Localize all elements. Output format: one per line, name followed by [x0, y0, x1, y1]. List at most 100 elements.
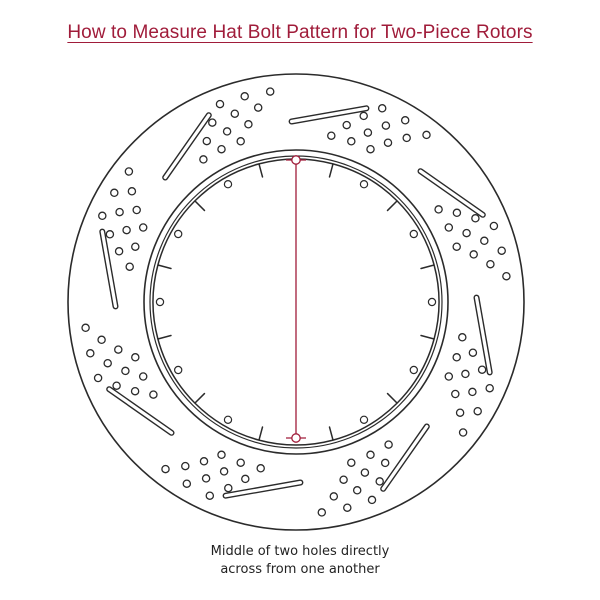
drill-hole [236, 137, 245, 146]
drill-hole [384, 440, 393, 449]
drill-hole [400, 116, 410, 125]
slot-inner [107, 387, 174, 435]
drill-hole [217, 450, 226, 460]
drill-hole [471, 214, 480, 223]
drill-hole [131, 242, 140, 251]
drill-hole [473, 406, 482, 416]
drill-hole [86, 349, 95, 358]
drill-hole [477, 365, 487, 374]
drill-hole [359, 111, 368, 121]
drill-hole [138, 223, 148, 232]
drill-hole [149, 390, 158, 399]
drill-hole [224, 483, 233, 493]
drill-hole [132, 205, 141, 215]
slots [99, 105, 493, 499]
drill-hole [434, 205, 443, 214]
drill-hole [201, 474, 211, 483]
drill-hole [489, 221, 499, 231]
hat-bolt-hole [223, 415, 233, 424]
drill-hole [222, 127, 232, 136]
drill-hole [112, 381, 121, 390]
drill-hole [360, 468, 370, 477]
drill-hole [161, 464, 170, 474]
measure-hole-bottom [291, 433, 301, 443]
caption-line-1: Middle of two holes directly [210, 544, 390, 559]
drill-hole [366, 450, 375, 460]
hat-bolt-hole [409, 365, 418, 375]
drill-hole [497, 246, 506, 255]
drill-hole [342, 120, 351, 130]
drill-hole [182, 479, 192, 488]
hat-bolt-hole [359, 179, 369, 189]
drill-hole [422, 130, 431, 140]
drill-hole [122, 225, 131, 235]
drill-hole [241, 474, 250, 484]
drill-hole [131, 353, 140, 362]
slot-inner [100, 230, 118, 308]
drill-hole [240, 92, 249, 101]
drill-hole [347, 137, 356, 146]
drill-hole [124, 167, 134, 176]
drill-hole [205, 491, 215, 500]
drill-hole [380, 458, 390, 468]
drill-hole [343, 503, 352, 512]
drill-hole [199, 457, 209, 466]
drill-hole [329, 492, 339, 501]
drill-hole [367, 495, 377, 505]
diagram-caption: Middle of two holes directly across from… [0, 543, 600, 579]
hat-bolt-hole [223, 179, 233, 189]
slot-inner [224, 480, 302, 498]
drill-hole [455, 408, 465, 417]
drill-hole [110, 188, 119, 198]
drill-hole [452, 242, 461, 251]
drill-hole [468, 387, 477, 397]
hat-scalloped-outline [152, 158, 440, 446]
measure-hole-top [291, 155, 301, 165]
drill-hole [444, 372, 454, 381]
drill-hole [230, 109, 240, 118]
hat-bolt-holes [155, 179, 437, 424]
drill-hole [461, 369, 470, 379]
slot-inner [418, 169, 485, 217]
rotor-inner-edge [143, 149, 449, 455]
drill-hole [451, 389, 460, 399]
drill-hole [377, 104, 387, 113]
drill-hole [130, 386, 140, 396]
drill-hole [138, 372, 148, 381]
drill-hole [81, 323, 90, 333]
hat-bolt-hole [173, 229, 183, 239]
drill-hole [265, 87, 275, 96]
drill-hole [93, 373, 103, 383]
drill-hole [236, 458, 245, 467]
drill-hole [244, 120, 253, 129]
drill-hole [462, 228, 471, 238]
drill-hole [208, 118, 217, 127]
hat-bolt-hole [359, 415, 369, 424]
drill-hole [452, 208, 462, 218]
drill-hole [202, 136, 212, 146]
drill-hole [468, 348, 478, 357]
caption-line-2: across from one another [220, 562, 380, 577]
drill-hole [363, 128, 373, 137]
drill-hole [114, 345, 123, 354]
drill-hole [444, 223, 454, 232]
drill-hole [327, 131, 336, 140]
rotor-outer-edge [67, 73, 525, 531]
drill-hole [383, 138, 393, 147]
drill-hole [317, 508, 327, 517]
diagram-title: How to Measure Hat Bolt Pattern for Two-… [67, 22, 533, 43]
drill-hole [115, 207, 124, 217]
drill-hole [502, 271, 511, 281]
drill-hole [253, 103, 263, 112]
slot-inner [163, 113, 211, 180]
drill-hole [458, 428, 468, 437]
hat-bolt-hole [173, 365, 183, 375]
drill-hole [347, 458, 356, 467]
drill-hole [125, 262, 134, 271]
slot-inner [381, 424, 429, 491]
drill-hole [215, 99, 225, 109]
drill-hole [458, 333, 467, 342]
drill-hole [486, 259, 495, 269]
drill-hole [97, 335, 106, 345]
